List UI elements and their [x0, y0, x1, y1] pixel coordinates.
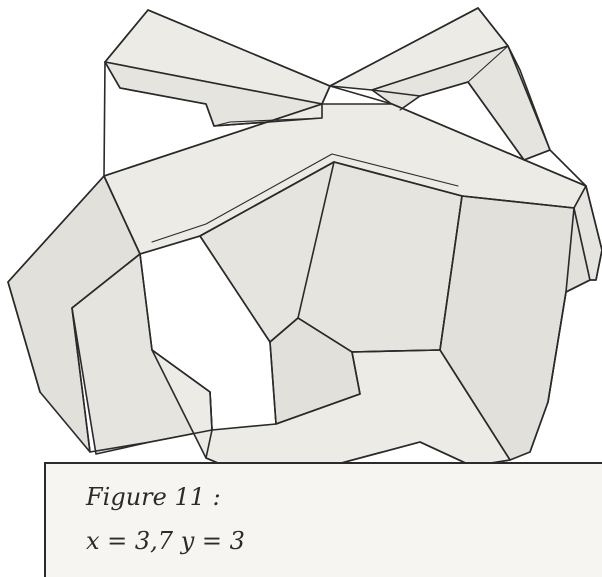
left-block-edges — [71, 175, 213, 453]
pit-center-edge — [297, 161, 335, 319]
slab-front-edge — [103, 103, 323, 177]
outer-silhouette-left — [7, 9, 331, 393]
center-ridge-edge — [321, 85, 587, 187]
arm-crossing-detail — [205, 103, 323, 127]
slab-double-line — [151, 153, 459, 243]
left-block-front-edge — [139, 253, 213, 431]
pit-wall-edges — [199, 195, 463, 353]
caption-box — [44, 462, 602, 577]
right-lower-edges — [205, 349, 511, 469]
upper-right-arm-bevel — [399, 45, 509, 111]
figure-caption-values: x = 3,7 y = 3 — [86, 527, 245, 555]
figure-caption-title: Figure 11 : — [86, 483, 221, 511]
pit-floor-edges — [269, 341, 361, 425]
right-block-edges — [547, 207, 575, 403]
